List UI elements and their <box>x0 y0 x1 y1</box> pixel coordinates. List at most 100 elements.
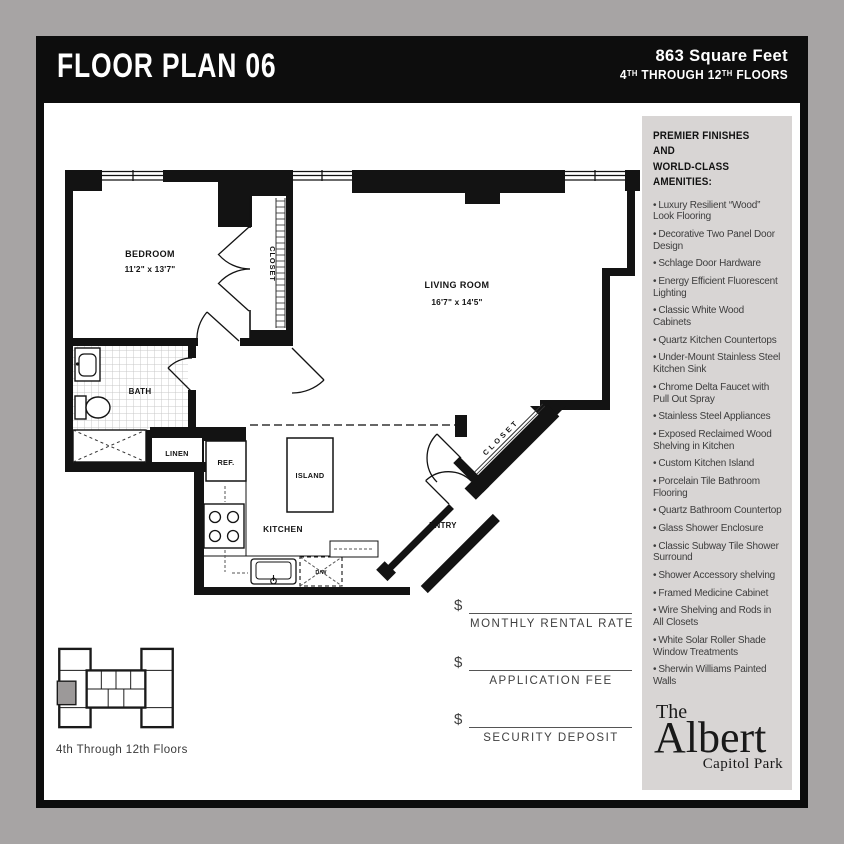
amenity-item: •Porcelain Tile Bathroom Flooring <box>653 476 783 499</box>
kitchen-sink-icon <box>250 558 297 585</box>
linen-closet <box>152 438 202 462</box>
amenity-item: •Custom Kitchen Island <box>653 458 783 470</box>
square-feet: 863 Square Feet <box>655 47 788 65</box>
amenity-item: •Energy Efficient Fluorescent Lighting <box>653 276 783 299</box>
bullet-icon: • <box>653 258 657 270</box>
brand-logo: The Albert Capitol Park <box>654 701 783 773</box>
closet-label: CLOSET <box>268 246 277 282</box>
amenity-text: White Solar Roller Shade Window Treatmen… <box>653 634 766 658</box>
bullet-icon: • <box>653 334 657 346</box>
logo-the: The <box>656 701 688 723</box>
amenity-item: •Chrome Delta Faucet with Pull Out Spray <box>653 382 783 405</box>
bedroom-window-icon <box>102 170 163 181</box>
bullet-icon: • <box>653 664 657 676</box>
keyplan: 4th Through 12th Floors <box>50 644 230 756</box>
linen-label: LINEN <box>165 449 188 458</box>
bullet-icon: • <box>653 228 657 240</box>
amenity-item: •Glass Shower Enclosure <box>653 523 783 535</box>
amenity-item: •Luxury Resilient “Wood” Look Flooring <box>653 200 783 223</box>
amenity-text: Luxury Resilient “Wood” Look Flooring <box>653 199 761 223</box>
amenity-item: •Framed Medicine Cabinet <box>653 588 783 600</box>
amenity-item: •Schlage Door Hardware <box>653 258 783 270</box>
stove-icon <box>203 503 245 549</box>
price-block: $ APPLICATION FEE <box>454 654 632 687</box>
amenity-text: Decorative Two Panel Door Design <box>653 228 775 252</box>
entry-door <box>425 471 473 505</box>
bullet-icon: • <box>653 587 657 599</box>
price-row: $ <box>454 654 632 671</box>
amenity-text: Stainless Steel Appliances <box>658 411 771 423</box>
amenity-item: •Classic Subway Tile Shower Surround <box>653 541 783 564</box>
bullet-icon: • <box>653 523 657 534</box>
floor-plan-drawing: CLOSET BEDROOM 11'2" x 1 <box>65 170 640 595</box>
entry-corner: CLOSET <box>376 403 560 594</box>
amenity-text: Sherwin Williams Painted Walls <box>653 664 767 687</box>
bedroom-door <box>196 311 240 343</box>
keyplan-drawing <box>56 647 174 729</box>
amenity-item: •Exposed Reclaimed Wood Shelving in Kitc… <box>653 429 783 452</box>
price-label: MONTHLY RENTAL RATE <box>470 618 634 630</box>
amenity-item: •Shower Accessory shelving <box>653 570 783 582</box>
amenity-text: Glass Shower Enclosure <box>658 523 764 534</box>
amenity-item: •Wire Shelving and Rods in All Closets <box>653 605 783 628</box>
counter-peninsula <box>329 540 379 558</box>
amenity-text: Under-Mount Stainless Steel Kitchen Sink <box>653 352 781 376</box>
living-room-label: LIVING ROOM <box>425 280 490 290</box>
bullet-icon: • <box>653 411 657 423</box>
amenities-list: •Luxury Resilient “Wood” Look Flooring•D… <box>653 200 783 688</box>
keyplan-unit-highlight <box>56 680 77 706</box>
dollar-sign: $ <box>454 711 463 728</box>
fill-in-line <box>469 654 632 671</box>
keyplan-caption: 4th Through 12th Floors <box>56 744 188 756</box>
bath-label: BATH <box>129 387 152 396</box>
refrigerator-icon <box>205 440 247 482</box>
amenities-panel: PREMIER FINISHES AND WORLD-CLASS AMENITI… <box>642 116 792 790</box>
amenity-item: •White Solar Roller Shade Window Treatme… <box>653 635 783 658</box>
content-area: CLOSET BEDROOM 11'2" x 1 <box>44 103 800 800</box>
entry-closet-door <box>426 433 462 483</box>
amenity-item: •Stainless Steel Appliances <box>653 411 783 423</box>
price-row: $ <box>454 597 632 614</box>
amenity-item: •Quartz Bathroom Countertop <box>653 505 783 517</box>
price-row: $ <box>454 711 632 728</box>
amenity-text: Quartz Kitchen Countertops <box>658 334 777 346</box>
bullet-icon: • <box>653 570 657 582</box>
bullet-icon: • <box>653 381 657 393</box>
price-block: $ MONTHLY RENTAL RATE <box>454 597 632 630</box>
kitchen <box>203 424 455 587</box>
pricing-section: $ MONTHLY RENTAL RATE $ APPLICATION FEE … <box>454 597 632 768</box>
bullet-icon: • <box>653 475 657 487</box>
dollar-sign: $ <box>454 597 463 614</box>
amenity-item: •Decorative Two Panel Door Design <box>653 229 783 252</box>
dollar-sign: $ <box>454 654 463 671</box>
living-room-dims: 16'7" x 14'5" <box>431 297 482 307</box>
living-room-door <box>291 347 325 394</box>
amenity-text: Chrome Delta Faucet with Pull Out Spray <box>653 381 770 405</box>
bath-door <box>167 357 193 393</box>
price-label: SECURITY DEPOSIT <box>483 732 619 744</box>
amenity-item: •Sherwin Williams Painted Walls <box>653 664 783 687</box>
amenity-text: Shower Accessory shelving <box>658 570 776 582</box>
entry-label: ENTRY <box>429 521 457 530</box>
bullet-icon: • <box>653 199 657 211</box>
amenity-text: Classic Subway Tile Shower Surround <box>653 540 779 564</box>
amenity-text: Energy Efficient Fluorescent Lighting <box>653 276 778 299</box>
bullet-icon: • <box>653 540 657 552</box>
amenity-text: Quartz Bathroom Countertop <box>658 505 782 517</box>
amenity-item: •Quartz Kitchen Countertops <box>653 335 783 347</box>
walls <box>65 170 640 595</box>
bullet-icon: • <box>653 352 657 364</box>
price-block: $ SECURITY DEPOSIT <box>454 711 632 744</box>
kitchen-label: KITCHEN <box>263 524 303 534</box>
amenity-text: Schlage Door Hardware <box>658 258 761 270</box>
amenity-item: •Classic White Wood Cabinets <box>653 305 783 328</box>
bullet-icon: • <box>653 305 657 317</box>
bedroom-closet-shelving <box>249 196 286 338</box>
bullet-icon: • <box>653 428 657 440</box>
toilet-icon <box>74 395 111 420</box>
bullet-icon: • <box>653 505 657 517</box>
floors-range: 4TH THROUGH 12TH FLOORS <box>619 68 788 82</box>
kitchen-island <box>286 437 334 513</box>
window-icons <box>102 170 625 181</box>
